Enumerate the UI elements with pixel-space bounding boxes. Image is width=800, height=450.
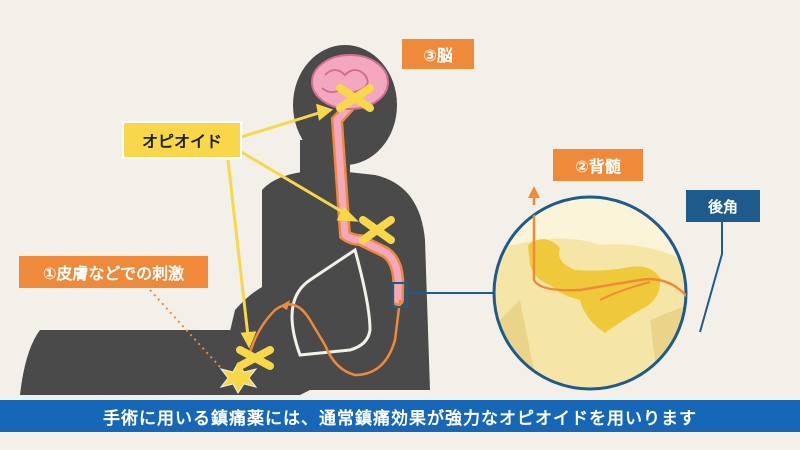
nerve-arrow <box>280 300 290 310</box>
brain-label: ③脳 <box>402 39 474 69</box>
x-mark-foot <box>236 346 274 370</box>
zoom-nerve-path <box>532 200 686 376</box>
arm-outline <box>290 247 372 357</box>
opioid-arrows <box>226 103 359 349</box>
x-mark-brain <box>336 84 374 112</box>
spine-highlight-box <box>392 282 408 308</box>
nerve-path <box>246 299 402 377</box>
zoom-circle-border <box>492 195 688 391</box>
x-mark-spine <box>359 216 395 244</box>
dorsal-horn-leader-2 <box>699 253 723 333</box>
dorsal-horn-label: 後角 <box>686 190 760 222</box>
stimulus-star-icon <box>219 362 258 394</box>
opioid-label: オピオイド <box>122 121 242 159</box>
skin-stimulus-label: ①皮膚などでの刺激 <box>19 256 208 288</box>
caption-bar: 手術に用いる鎮痛薬には、通常鎮痛効果が強力なオピオイドを用いります <box>0 400 800 432</box>
zoom-up-arrowhead <box>528 186 540 198</box>
spinal-cross-section <box>495 238 686 389</box>
stimulus-leader-line <box>149 289 231 379</box>
caption-text: 手術に用いる鎮痛薬には、通常鎮痛効果が強力なオピオイドを用いります <box>103 408 697 429</box>
spinal-cord-label: ②背髄 <box>553 149 643 181</box>
